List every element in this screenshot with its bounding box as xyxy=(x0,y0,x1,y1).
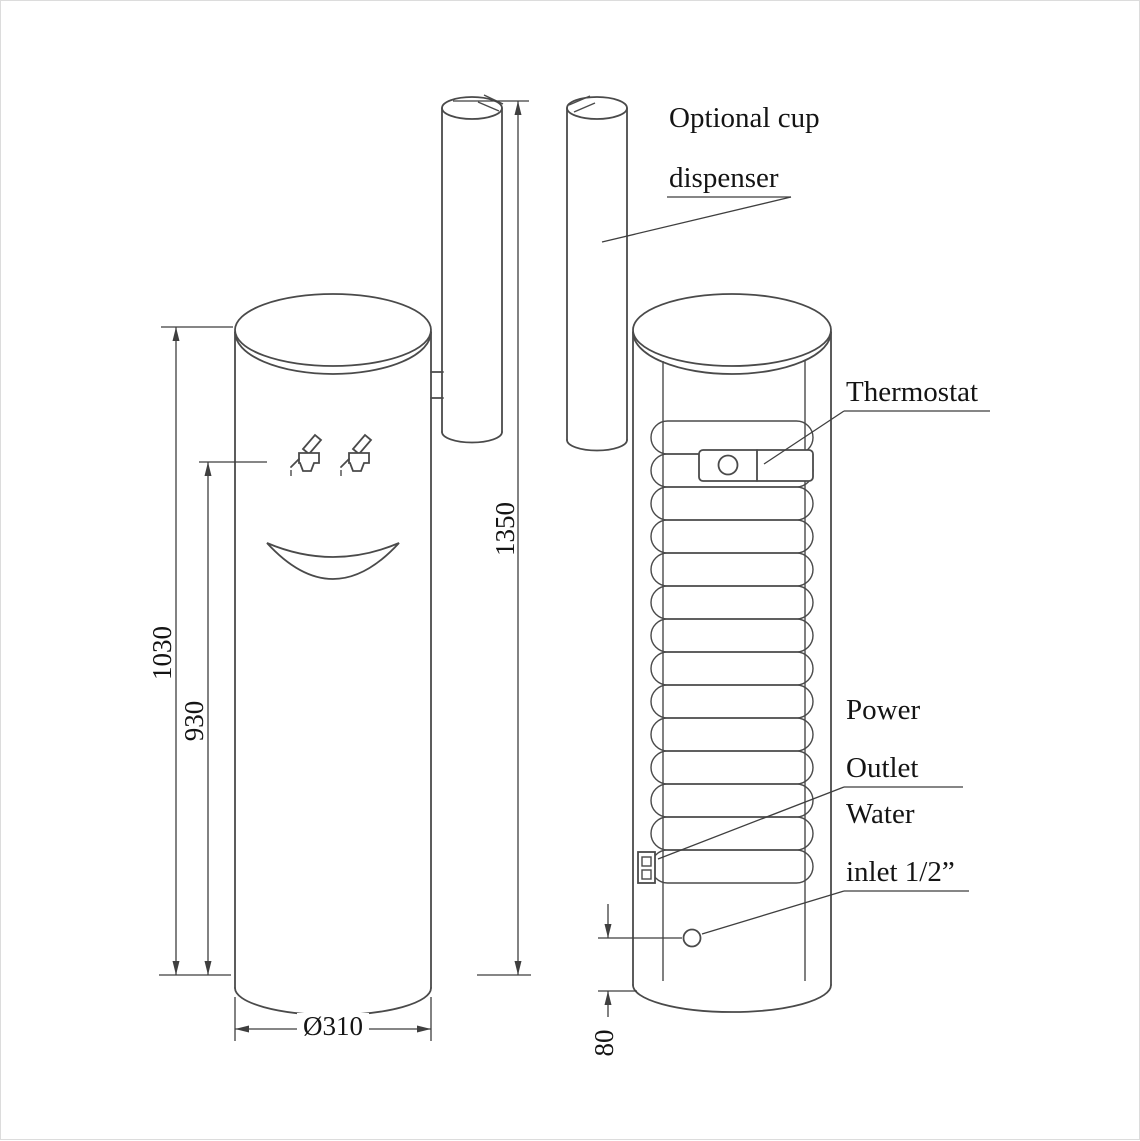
water-inlet-leader-line xyxy=(701,890,845,935)
left-tube-cup-mark-2 xyxy=(483,94,504,105)
coil-row xyxy=(650,420,814,455)
tap-left-spout xyxy=(290,458,300,468)
tap-right-spout xyxy=(340,458,350,468)
thermostat-box xyxy=(698,449,814,482)
power-outlet-socket-top xyxy=(641,856,652,867)
cooling-coil xyxy=(650,420,814,884)
thermostat-leader-line xyxy=(763,410,845,465)
arrowhead xyxy=(514,961,522,975)
cup-dispenser-left-tube xyxy=(441,94,504,444)
arrowhead xyxy=(417,1025,431,1033)
callouts: Optional cup dispenser Thermostat Power … xyxy=(601,102,990,935)
arrowhead xyxy=(514,101,522,115)
coil-row xyxy=(650,552,814,587)
rear-bottom xyxy=(632,984,832,1013)
arrowhead xyxy=(235,1025,249,1033)
dimension-lines: 1030 930 1350 Ø310 80 xyxy=(147,100,682,1057)
dim-dispenser-height-label: 1350 xyxy=(490,502,520,556)
rear-top-cap xyxy=(632,293,832,367)
tap-left-body xyxy=(298,452,320,472)
coil-row xyxy=(650,618,814,653)
cup-dispenser-label-line2: dispenser xyxy=(669,162,779,194)
rear-top-rim xyxy=(632,331,832,375)
coil-row xyxy=(650,684,814,719)
power-outlet xyxy=(637,851,656,884)
arrowhead xyxy=(172,327,180,341)
front-view xyxy=(234,293,444,1016)
arrowhead xyxy=(204,961,212,975)
power-outlet-label-line2: Outlet xyxy=(846,752,919,784)
dim-text-mask xyxy=(297,1013,369,1041)
right-tube-top xyxy=(566,96,628,120)
arrowhead xyxy=(172,961,180,975)
coil-row xyxy=(650,486,814,521)
right-tube-bottom xyxy=(566,439,628,452)
arrowhead xyxy=(204,462,212,476)
left-tube-bottom xyxy=(441,431,503,444)
arrowhead xyxy=(604,924,612,938)
coil-row xyxy=(650,519,814,554)
thermostat-dial xyxy=(717,454,739,476)
coil-row xyxy=(650,750,814,785)
dim-inlet-offset-label: 80 xyxy=(589,1030,619,1057)
tap-right-handle xyxy=(351,433,373,456)
cup-dispenser-right-tube xyxy=(566,95,628,452)
coil-row xyxy=(650,585,814,620)
thermostat-label: Thermostat xyxy=(846,376,978,408)
dim-overall-height-label: 1030 xyxy=(147,626,177,680)
power-outlet-socket-bottom xyxy=(641,869,652,880)
water-inlet-label-line2: inlet 1/2” xyxy=(846,856,955,888)
front-top-cap xyxy=(234,293,432,367)
right-tube-cup-mark-1 xyxy=(568,95,591,106)
arrowhead xyxy=(604,991,612,1005)
tap-left-handle xyxy=(301,433,323,456)
power-outlet-leader-line xyxy=(657,786,845,860)
cup-dispenser-label-line1: Optional cup xyxy=(669,102,820,134)
water-inlet-label-line1: Water xyxy=(846,798,915,830)
cup-dispenser-leader-line xyxy=(601,196,792,243)
coil-row xyxy=(650,849,814,884)
right-tube-cup-mark-2 xyxy=(573,102,596,113)
drip-basin xyxy=(266,542,400,580)
front-top-rim xyxy=(234,331,432,375)
water-inlet-port xyxy=(682,928,702,948)
coil-row xyxy=(650,717,814,752)
thermostat-panel xyxy=(698,449,814,482)
power-outlet-label-line1: Power xyxy=(846,694,920,726)
left-tube-cup-mark-1 xyxy=(477,101,500,112)
dim-diameter-label: Ø310 xyxy=(303,1011,363,1041)
tap-right-body xyxy=(348,452,370,472)
coil-row xyxy=(650,783,814,818)
coil-row xyxy=(650,651,814,686)
rear-view xyxy=(632,293,832,1013)
dim-tap-height-label: 930 xyxy=(179,701,209,742)
coil-row xyxy=(650,816,814,851)
tap-right xyxy=(340,433,373,476)
tap-left xyxy=(290,433,323,476)
